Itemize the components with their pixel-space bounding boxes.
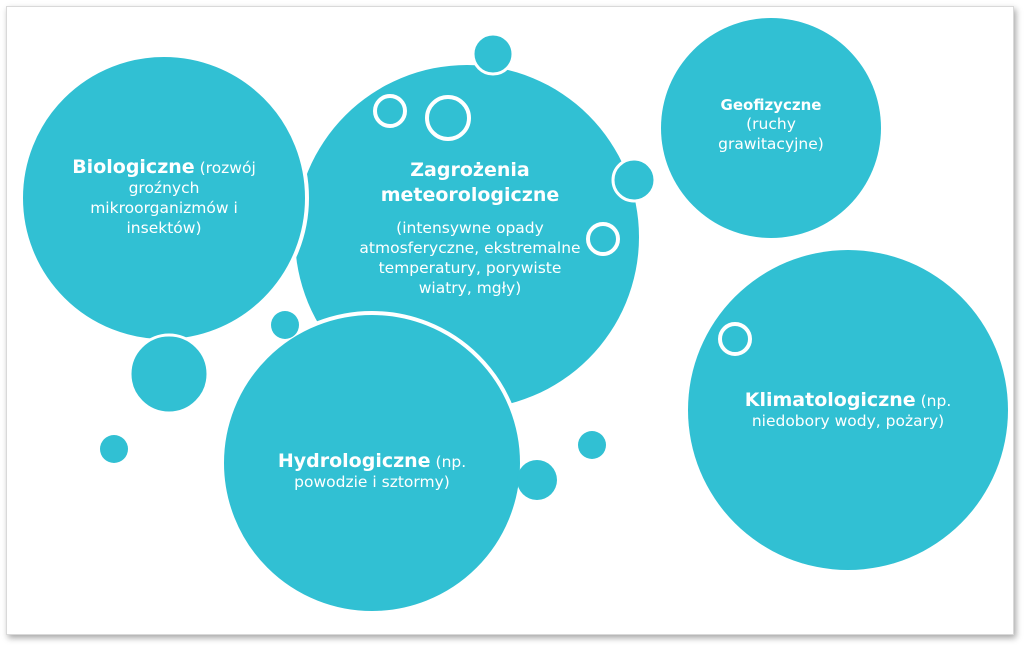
desc-meteorological-4: wiatry, mgły) (418, 278, 522, 297)
desc-biological-3: mikroorganizmów i (90, 199, 238, 218)
desc-meteorological-2: atmosferyczne, ekstremalne (359, 239, 581, 258)
dot-decor (517, 460, 557, 500)
dot-decor (611, 157, 657, 203)
ring-decor (425, 95, 471, 141)
ring-decor (586, 222, 620, 256)
bubble-geophysical (661, 18, 881, 238)
ring-decor (718, 322, 752, 356)
desc-biological-4: insektów) (126, 218, 202, 237)
desc-hydrological-2: powodzie i sztormy) (294, 473, 450, 492)
label-climatological: Klimatologiczne (np. niedobory wody, poż… (718, 388, 978, 432)
desc-geophysical-1: (ruchy (746, 115, 796, 134)
title-biological: Biologiczne (72, 156, 195, 178)
ring-decor (373, 94, 407, 128)
label-biological: Biologiczne (rozwój groźnych mikroorgani… (44, 155, 284, 239)
dot-decor (271, 311, 299, 339)
dot-decor (471, 32, 515, 76)
desc-meteorological-1: (intensywne opady (396, 219, 544, 238)
desc-climatological-2: niedobory wody, pożary) (751, 412, 945, 431)
desc-geophysical-2: grawitacyjne) (718, 135, 824, 154)
title-climatological: Klimatologiczne (744, 389, 916, 411)
desc-meteorological-3: temperatury, porywiste (378, 259, 562, 278)
title-hydrological: Hydrologiczne (277, 450, 431, 472)
desc-climatological-1: (np. (920, 392, 952, 410)
label-geophysical: Geofizyczne (ruchy grawitacyjne) (691, 96, 851, 155)
desc-hydrological-1: (np. (435, 453, 467, 471)
label-hydrological: Hydrologiczne (np. powodzie i sztormy) (252, 449, 492, 493)
title-geophysical: Geofizyczne (720, 96, 822, 114)
bubble-hydrological (220, 311, 524, 615)
desc-biological-2: groźnych (128, 179, 200, 198)
title-meteorological-2: meteorologiczne (380, 183, 560, 206)
desc-biological-1: (rozwój (199, 159, 256, 177)
dot-decor (578, 431, 606, 459)
label-meteorological: Zagrożenia meteorologiczne (intensywne o… (340, 158, 600, 299)
dot-decor (100, 435, 128, 463)
bubble-climatological (688, 250, 1008, 570)
dot-decor (128, 333, 210, 415)
title-meteorological-1: Zagrożenia (410, 159, 530, 181)
